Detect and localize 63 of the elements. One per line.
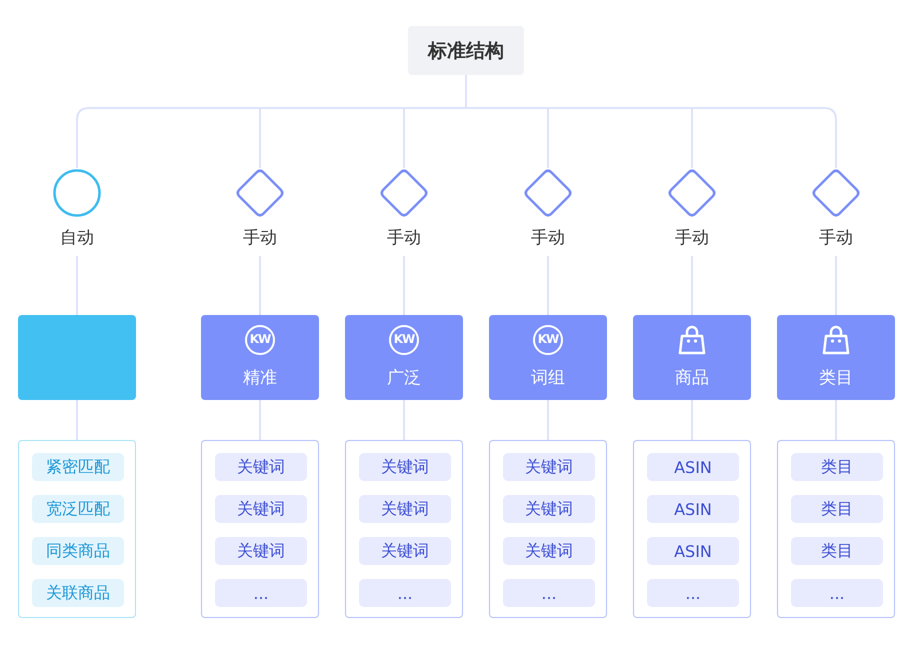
item-tag: ...	[215, 579, 307, 607]
item-tag: 同类商品	[32, 537, 124, 565]
item-tag: ASIN	[647, 537, 739, 565]
mode-label: 手动	[818, 227, 854, 249]
list-panel	[633, 440, 751, 618]
item-tag: ASIN	[647, 495, 739, 523]
card-title: 词组	[530, 367, 566, 389]
item-tag: 类目	[791, 537, 883, 565]
list-panel	[18, 440, 136, 618]
mode-label: 手动	[530, 227, 566, 249]
item-tag: 关键词	[215, 495, 307, 523]
card-title: 精准	[242, 367, 278, 389]
item-tag: 紧密匹配	[32, 453, 124, 481]
connector-line	[691, 400, 693, 440]
item-tag: ASIN	[647, 453, 739, 481]
item-tag: 宽泛匹配	[32, 495, 124, 523]
connector-line	[691, 256, 693, 315]
card-title: 广泛	[386, 367, 422, 389]
connector-line	[835, 400, 837, 440]
title-box: 标准结构	[408, 26, 524, 75]
item-tag: 关键词	[503, 495, 595, 523]
connector-line	[259, 256, 261, 315]
mode-label: 手动	[674, 227, 710, 249]
mode-label: 手动	[386, 227, 422, 249]
keyword-badge: KW	[533, 325, 563, 355]
connector-line	[835, 256, 837, 315]
connector-line	[76, 256, 78, 315]
category-card	[489, 315, 607, 400]
category-card	[201, 315, 319, 400]
list-panel	[201, 440, 319, 618]
category-card	[633, 315, 751, 400]
connector-line	[76, 400, 78, 440]
item-tag: ...	[503, 579, 595, 607]
keyword-badge: KW	[245, 325, 275, 355]
item-tag: 关键词	[359, 495, 451, 523]
mode-label: 自动	[59, 227, 95, 249]
category-card	[777, 315, 895, 400]
item-tag: 关键词	[359, 453, 451, 481]
category-card	[18, 315, 136, 400]
item-tag: 关联商品	[32, 579, 124, 607]
card-title: 商品	[674, 367, 710, 389]
item-tag: 关键词	[215, 537, 307, 565]
list-panel	[345, 440, 463, 618]
item-tag: 关键词	[215, 453, 307, 481]
item-tag: 关键词	[503, 537, 595, 565]
list-panel	[777, 440, 895, 618]
card-title: 类目	[818, 367, 854, 389]
connector-line	[547, 400, 549, 440]
item-tag: 关键词	[503, 453, 595, 481]
connector-line	[259, 400, 261, 440]
category-card	[345, 315, 463, 400]
item-tag: 类目	[791, 453, 883, 481]
item-tag: ...	[791, 579, 883, 607]
item-tag: ...	[647, 579, 739, 607]
list-panel	[489, 440, 607, 618]
connector-line	[403, 400, 405, 440]
keyword-badge: KW	[389, 325, 419, 355]
mode-label: 手动	[242, 227, 278, 249]
item-tag: ...	[359, 579, 451, 607]
connector-line	[403, 256, 405, 315]
item-tag: 关键词	[359, 537, 451, 565]
item-tag: 类目	[791, 495, 883, 523]
connector-line	[547, 256, 549, 315]
